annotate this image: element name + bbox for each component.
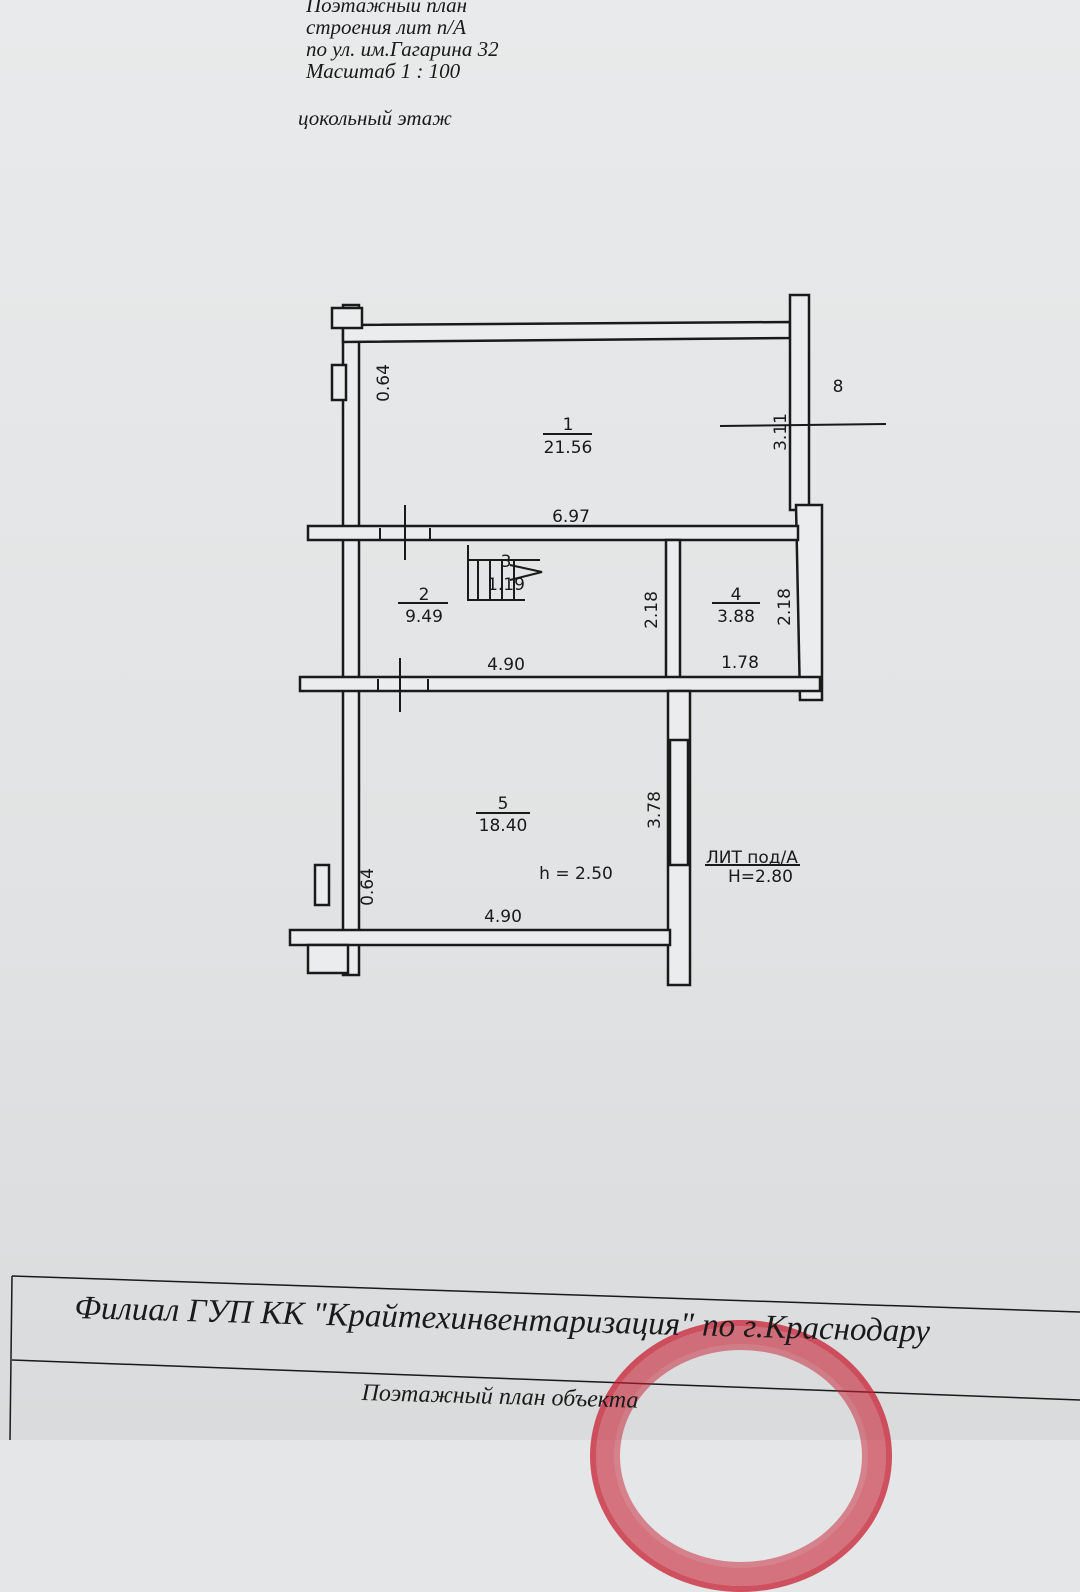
wall-2-4 (664, 538, 682, 680)
footer-rule (9, 1275, 13, 1440)
wall-right-upper (788, 293, 811, 512)
floor-plan: 1 21.56 2 9.49 3 1.19 4 3.88 5 18.40 0.6… (9, 293, 1080, 1440)
plan-header: Поэтажный план строения лит п/А по ул. и… (306, 0, 499, 82)
window-top-left (330, 363, 348, 402)
plan-lines (377, 423, 887, 866)
room-area: 21.56 (544, 438, 593, 458)
wall-right-lower (794, 503, 824, 702)
wall-top (341, 320, 792, 344)
dimension: 2.18 (642, 591, 662, 629)
wall-stub-bottom (306, 943, 350, 975)
wall-stub-top (330, 306, 364, 330)
dimension: 1.78 (721, 653, 759, 673)
header-line: строения лит п/А (306, 15, 466, 39)
room-area: 3.88 (717, 607, 755, 627)
dimension: 3.11 (771, 413, 791, 451)
window-bottom-left (313, 863, 331, 907)
dimension: 0.64 (358, 868, 378, 906)
dimension: 6.97 (552, 507, 590, 527)
stair-arrow-icon (509, 564, 543, 581)
room-number: 1 (563, 415, 574, 435)
paper-background (0, 0, 1080, 1440)
official-stamp (590, 1320, 892, 1592)
lit-label: ЛИТ под/А (706, 848, 798, 868)
stair-outline (467, 545, 525, 601)
window-right (668, 738, 690, 867)
dimension: 4.90 (484, 907, 522, 927)
wall-2-5 (298, 675, 822, 693)
room-number: 2 (419, 585, 430, 605)
wall-bottom (288, 928, 672, 947)
footer-rule (11, 1359, 1080, 1401)
lit-height: Н=2.80 (728, 867, 793, 887)
dimension: 3.78 (645, 791, 665, 829)
room-number: 5 (498, 794, 509, 814)
dimension: 4.90 (487, 655, 525, 675)
room-area: 9.49 (405, 607, 443, 627)
room-number: 4 (731, 585, 742, 605)
footer-rule (11, 1275, 1080, 1313)
dimension: 2.18 (775, 588, 795, 626)
neighbor-label: 8 (833, 377, 844, 397)
section-line (719, 423, 887, 427)
dimension: 0.64 (374, 364, 394, 402)
wall-left (341, 303, 361, 977)
room-area: 1.19 (487, 575, 525, 595)
ceiling-height: h = 2.50 (539, 864, 613, 884)
room-number: 3 (501, 552, 512, 572)
floor-label: цокольный этаж (298, 106, 452, 130)
room-area: 18.40 (479, 816, 528, 836)
header-line: Поэтажный план (306, 0, 468, 17)
wall-1-2 (306, 524, 800, 542)
footer-frame (9, 1275, 1080, 1440)
header-line: Масштаб 1 : 100 (306, 59, 461, 83)
header-line: по ул. им.Гагарина 32 (306, 37, 499, 61)
